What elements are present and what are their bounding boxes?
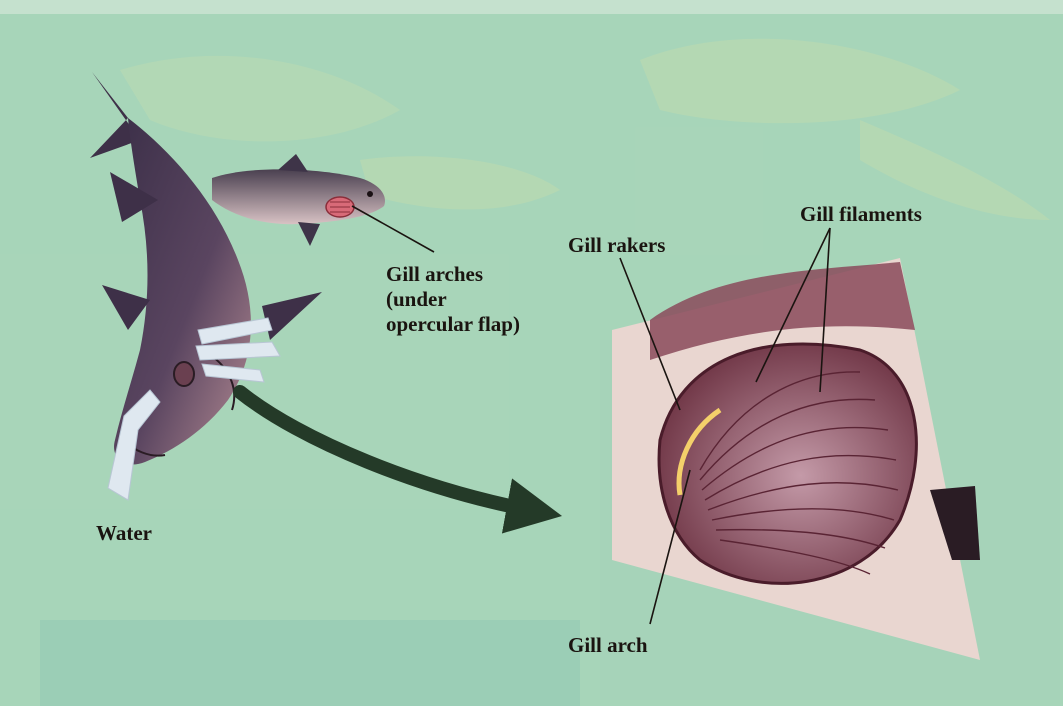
label-water: Water [96, 521, 152, 546]
label-gill-arches: Gill arches (under opercular flap) [386, 262, 520, 337]
label-gill-filaments: Gill filaments [800, 202, 922, 227]
label-gill-rakers: Gill rakers [568, 233, 665, 258]
label-gill-arch: Gill arch [568, 633, 648, 658]
large-fish-eye [174, 362, 194, 386]
small-fish-eye [367, 191, 373, 197]
